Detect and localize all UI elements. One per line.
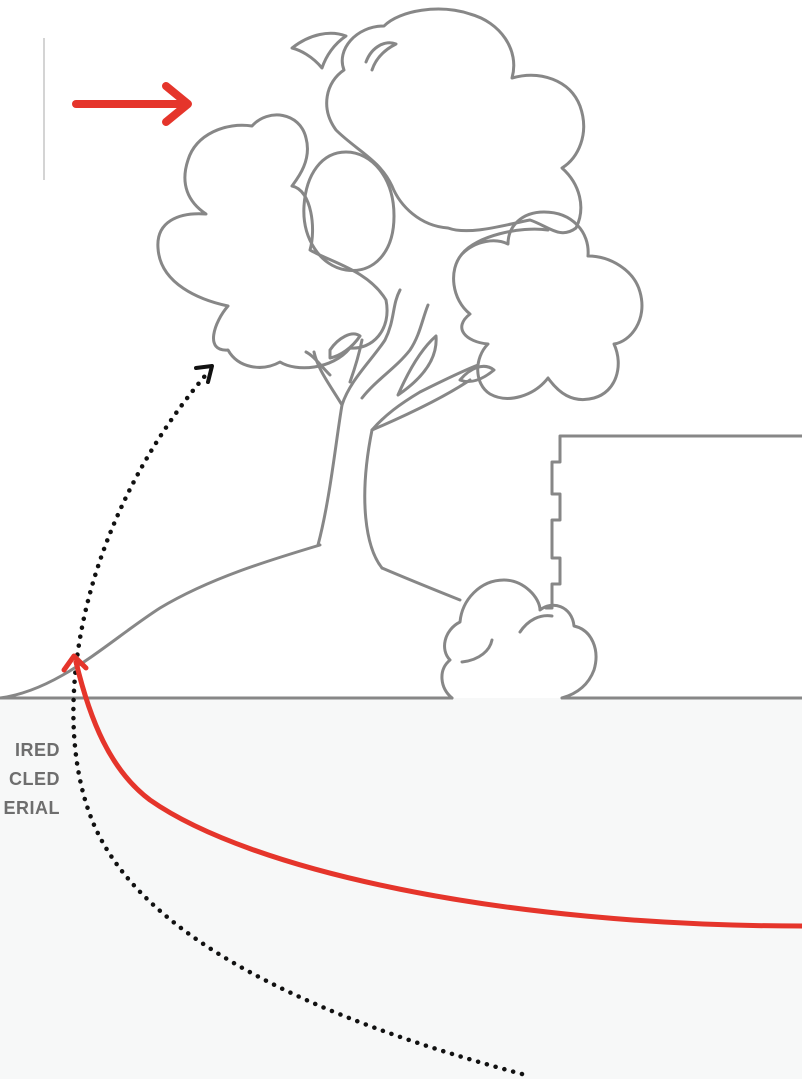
caption-line-3: ERIAL <box>4 794 61 823</box>
caption-line-1: IRED <box>4 736 61 765</box>
hill-outline <box>0 545 320 698</box>
tree-branches <box>306 290 478 430</box>
material-caption: IRED CLED ERIAL <box>4 736 61 823</box>
canopy-top <box>327 9 584 233</box>
bush-inner <box>462 616 552 662</box>
red-flow-path <box>76 662 802 926</box>
bush-outline <box>442 580 596 698</box>
right-arrow-icon <box>76 86 188 122</box>
hill-right-slope <box>382 568 460 600</box>
arrow-head-icon <box>196 366 212 382</box>
tree-trunk <box>314 352 470 568</box>
caption-line-2: CLED <box>4 765 61 794</box>
canopy-middle <box>304 152 394 270</box>
building-outline <box>546 436 802 608</box>
dotted-flow-path <box>73 370 522 1074</box>
